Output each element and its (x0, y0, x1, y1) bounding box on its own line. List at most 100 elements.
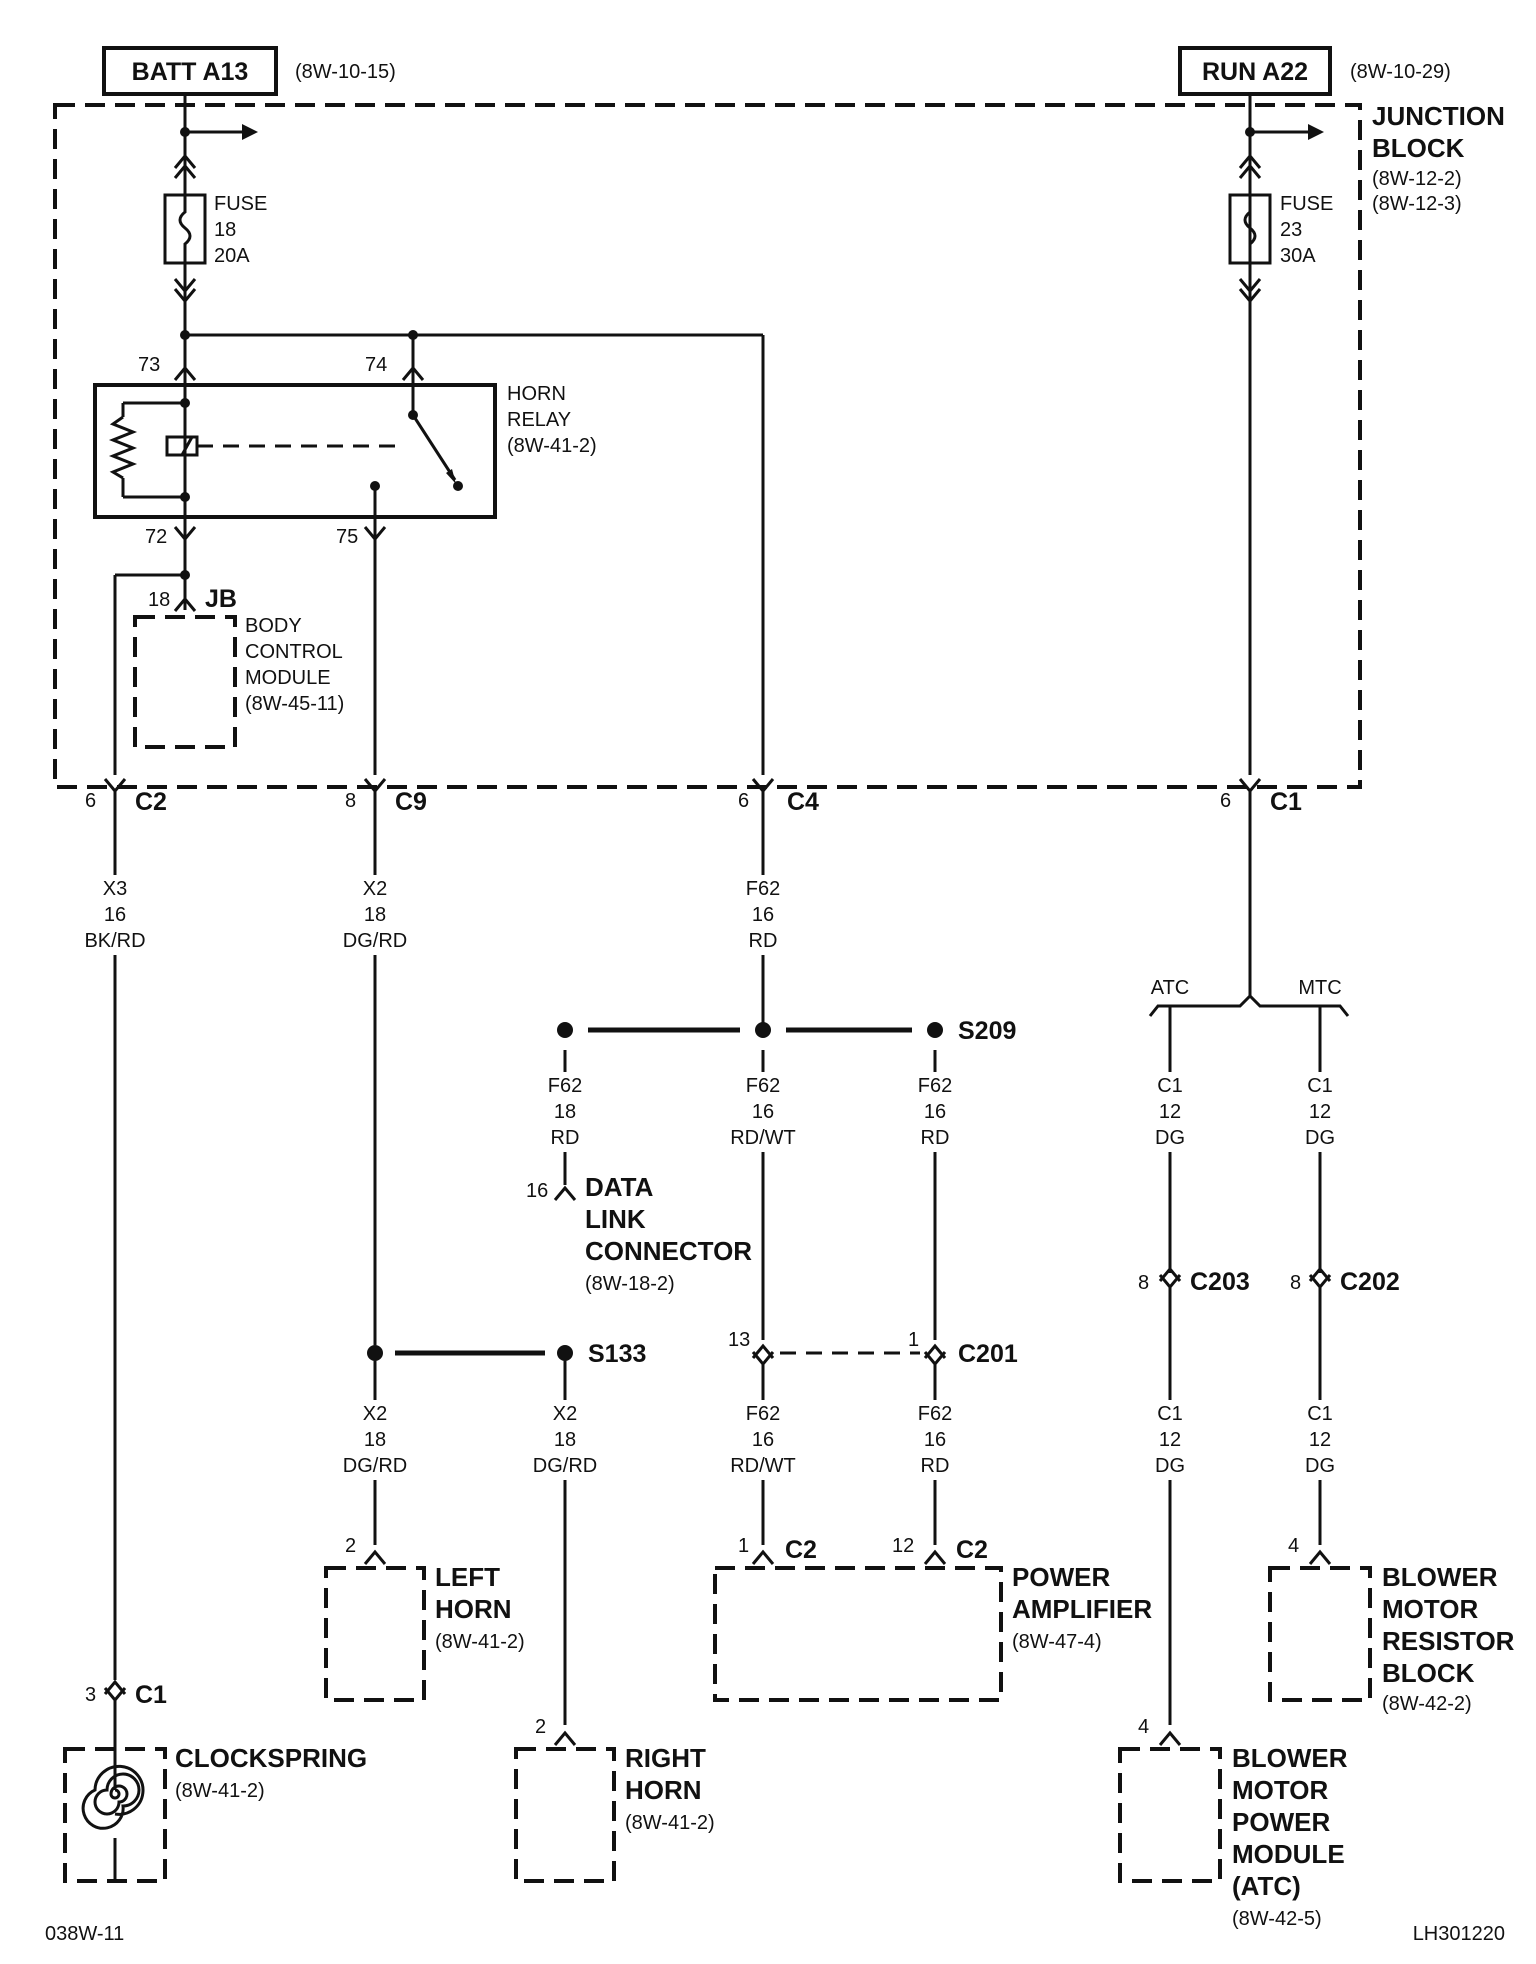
svg-text:18: 18 (554, 1101, 576, 1123)
clockspring-pin: 3 (85, 1684, 96, 1706)
svg-text:C1: C1 (1307, 1075, 1333, 1097)
wire-label-f62-rd: F62 16 RD (910, 1072, 962, 1152)
amp-pin1: 1 (738, 1535, 749, 1557)
clockspring (63, 1680, 167, 1883)
bcm-ref: (8W-45-11) (245, 693, 344, 715)
svg-text:16: 16 (752, 904, 774, 926)
junction-block-line2: BLOCK (1372, 133, 1465, 163)
power-module-l2: MOTOR (1232, 1775, 1329, 1805)
svg-text:X2: X2 (553, 1403, 577, 1425)
svg-text:RD: RD (551, 1127, 580, 1149)
svg-text:DG: DG (1305, 1127, 1335, 1149)
junction-block-ref1: (8W-12-2) (1372, 168, 1462, 190)
bcm-l2: CONTROL (245, 641, 343, 663)
resistor-block-pin: 4 (1288, 1535, 1299, 1557)
svg-text:DG: DG (1155, 1455, 1185, 1477)
power-module-l3: POWER (1232, 1807, 1330, 1837)
svg-text:16: 16 (924, 1429, 946, 1451)
power-module-ref: (8W-42-5) (1232, 1908, 1322, 1930)
svg-text:C1: C1 (1157, 1075, 1183, 1097)
clockspring-conn: C1 (135, 1681, 167, 1709)
svg-text:RD: RD (921, 1127, 950, 1149)
amp-pin2: 12 (892, 1535, 914, 1557)
svg-text:C1: C1 (1157, 1403, 1183, 1425)
svg-text:16: 16 (924, 1101, 946, 1123)
clockspring-icon (81, 1764, 145, 1830)
relay-pin75: 75 (336, 526, 358, 548)
dlc-l3: CONNECTOR (585, 1236, 752, 1266)
wire-label-f62-rdwt: F62 16 RD/WT (730, 1072, 796, 1152)
power-module-l5: (ATC) (1232, 1871, 1301, 1901)
c4-name: C4 (787, 788, 819, 816)
wire-label-f62-rd-low: F62 16 RD (910, 1400, 962, 1480)
svg-text:DG/RD: DG/RD (343, 1455, 407, 1477)
horn-relay (93, 383, 497, 519)
relay-l2: RELAY (507, 409, 571, 431)
resistor-block-l4: BLOCK (1382, 1658, 1475, 1688)
resistor-block-l1: BLOWER (1382, 1562, 1498, 1592)
resistor-block-ref: (8W-42-2) (1382, 1693, 1472, 1715)
svg-text:12: 12 (1159, 1101, 1181, 1123)
svg-text:18: 18 (364, 904, 386, 926)
c1-pin: 6 (1220, 790, 1231, 812)
batt-a13-source: BATT A13 (102, 46, 278, 96)
svg-text:BK/RD: BK/RD (84, 930, 145, 952)
c9-pin: 8 (345, 790, 356, 812)
power-amplifier (713, 1550, 1003, 1702)
svg-text:16: 16 (104, 904, 126, 926)
svg-text:F62: F62 (746, 1403, 780, 1425)
svg-text:RD/WT: RD/WT (730, 1127, 796, 1149)
clockspring-ref: (8W-41-2) (175, 1780, 265, 1802)
relay-ref: (8W-41-2) (507, 435, 597, 457)
svg-text:12: 12 (1309, 1429, 1331, 1451)
fuse18-l1: FUSE (214, 193, 267, 215)
jb-exit-connectors (103, 777, 1262, 1680)
svg-text:F62: F62 (918, 1403, 952, 1425)
svg-text:X3: X3 (103, 878, 127, 900)
left-horn-pin: 2 (345, 1535, 356, 1557)
run-label: RUN A22 (1202, 58, 1308, 86)
svg-text:RD: RD (749, 930, 778, 952)
svg-text:X2: X2 (363, 1403, 387, 1425)
fuse18-l3: 20A (214, 245, 250, 267)
amp-l2: AMPLIFIER (1012, 1594, 1152, 1624)
svg-text:16: 16 (752, 1429, 774, 1451)
svg-text:DG/RD: DG/RD (343, 930, 407, 952)
mtc-label: MTC (1298, 977, 1341, 999)
svg-text:12: 12 (1159, 1429, 1181, 1451)
wire-label-c1-atc: C1 12 DG (1145, 1072, 1195, 1152)
svg-text:RD/WT: RD/WT (730, 1455, 796, 1477)
dlc-l1: DATA (585, 1172, 654, 1202)
left-horn-ref: (8W-41-2) (435, 1631, 525, 1653)
c202-pin: 8 (1290, 1272, 1301, 1294)
dlc-l2: LINK (585, 1204, 646, 1234)
relay-pin72: 72 (145, 526, 167, 548)
fuse23-l3: 30A (1280, 245, 1316, 267)
relay-pin73: 73 (138, 354, 160, 376)
bcm-conn: JB (205, 585, 237, 613)
amp-conn1: C2 (785, 1536, 817, 1564)
svg-text:DG: DG (1305, 1455, 1335, 1477)
dlc-ref: (8W-18-2) (585, 1273, 675, 1295)
c203-name: C203 (1190, 1268, 1250, 1296)
resistor-icon (108, 415, 138, 480)
left-horn-l2: HORN (435, 1594, 512, 1624)
fuse18-l2: 18 (214, 219, 236, 241)
svg-text:C1: C1 (1307, 1403, 1333, 1425)
svg-text:DG: DG (1155, 1127, 1185, 1149)
right-horn (514, 1731, 616, 1883)
bcm-l3: MODULE (245, 667, 331, 689)
c4-pin: 6 (738, 790, 749, 812)
wire-label-f62-rdwt-low: F62 16 RD/WT (730, 1400, 796, 1480)
data-link-connector (553, 1186, 577, 1202)
blower-motor-resistor-block (1268, 1550, 1372, 1702)
wire-label-x2-top: X2 18 DG/RD (343, 875, 407, 955)
c2-pin: 6 (85, 790, 96, 812)
resistor-block-l3: RESISTOR (1382, 1626, 1515, 1656)
power-module-l1: BLOWER (1232, 1743, 1348, 1773)
svg-text:DG/RD: DG/RD (533, 1455, 597, 1477)
c202-name: C202 (1340, 1268, 1400, 1296)
c203-pin: 8 (1138, 1272, 1149, 1294)
right-horn-ref: (8W-41-2) (625, 1812, 715, 1834)
